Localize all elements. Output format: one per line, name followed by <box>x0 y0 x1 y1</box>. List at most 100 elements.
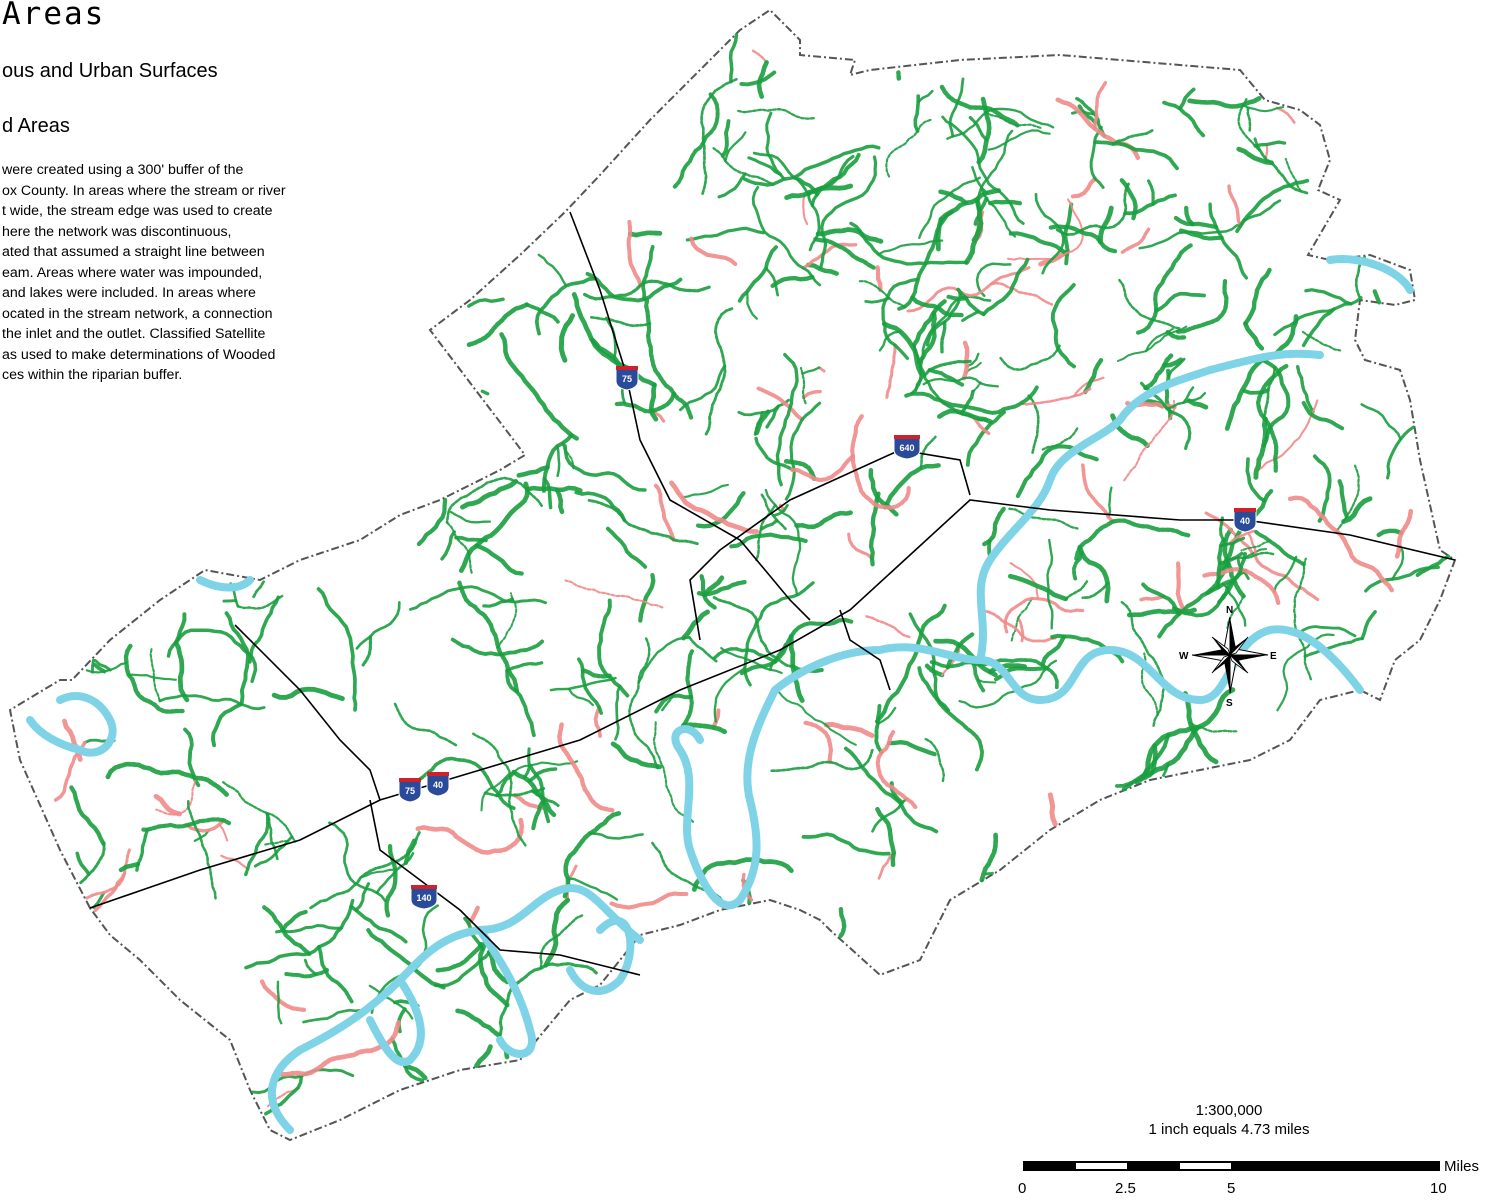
stream-segment <box>628 636 659 770</box>
stream-segment <box>724 131 747 163</box>
water-bodies <box>26 255 1414 1134</box>
stream-segment <box>1008 231 1069 256</box>
legend-wooded: d Areas <box>2 115 70 137</box>
stream-segment <box>754 435 797 473</box>
stream-segment <box>681 609 710 641</box>
stream-segment <box>1187 96 1262 109</box>
stream-segment <box>652 721 695 824</box>
stream-segment <box>729 532 808 549</box>
stream-segment <box>79 841 106 885</box>
stream-segment <box>1070 176 1098 199</box>
stream-segment <box>1081 463 1115 524</box>
stream-segment <box>1165 392 1207 410</box>
stream-segment <box>945 632 975 670</box>
stream-segment <box>958 659 1058 709</box>
stream-segment <box>680 483 730 499</box>
stream-segment <box>91 658 95 674</box>
stream-segment <box>1123 193 1177 216</box>
stream-segment <box>819 155 878 270</box>
scale-unit: Miles <box>1444 1158 1480 1175</box>
stream-segment <box>801 832 891 856</box>
stream-segment <box>1391 545 1405 581</box>
stream-segment <box>984 871 994 876</box>
stream-segment <box>1171 551 1247 618</box>
stream-segment <box>712 147 775 186</box>
stream-segment <box>1360 403 1402 441</box>
stream-segment <box>537 253 568 287</box>
stream-segment <box>1071 551 1084 583</box>
stream-segment <box>511 769 557 818</box>
stream-segment <box>123 643 185 714</box>
stream-segment <box>1189 721 1238 733</box>
stream-segment <box>303 958 318 976</box>
description-line: here the network was discontinuous, <box>2 223 232 240</box>
stream-segment <box>987 129 1051 151</box>
river-segment <box>1326 255 1414 294</box>
shield-number: 140 <box>416 893 431 903</box>
stream-segment <box>1304 288 1353 306</box>
stream-segment <box>1252 528 1306 567</box>
stream-segment <box>1115 773 1153 788</box>
compass-e: E <box>1270 651 1277 662</box>
stream-segment <box>802 720 834 765</box>
stream-segment <box>557 722 615 813</box>
stream-segment <box>802 193 809 226</box>
legend-impervious: ous and Urban Surfaces <box>2 60 218 82</box>
stream-segment <box>316 945 354 1004</box>
stream-segment <box>1219 536 1246 548</box>
stream-segment <box>1064 578 1090 601</box>
stream-segment <box>589 337 657 388</box>
stream-segment <box>940 320 947 354</box>
stream-segment <box>1237 98 1261 152</box>
stream-segment <box>956 287 986 317</box>
stream-segment <box>964 197 984 265</box>
stream-segment <box>713 647 778 664</box>
stream-segment <box>875 264 883 293</box>
stream-segment <box>528 763 551 824</box>
stream-segment <box>416 497 448 547</box>
stream-segment <box>614 685 622 741</box>
description-line: and lakes were included. In areas where <box>2 285 256 301</box>
stream-segment <box>765 111 786 181</box>
stream-segment <box>1077 544 1111 604</box>
interstate-shield-75: 75 <box>398 778 422 803</box>
stream-segment <box>1178 87 1196 111</box>
stream-segment <box>885 118 932 178</box>
river-segment <box>268 884 644 1134</box>
stream-segment <box>1204 511 1320 602</box>
stream-segment <box>542 477 553 510</box>
stream-segment <box>1157 578 1237 639</box>
interstate-shield-75: 75 <box>615 366 639 391</box>
stream-segment <box>711 595 794 669</box>
stream-segment <box>1293 557 1313 681</box>
stream-segment <box>105 761 229 797</box>
stream-segment <box>434 942 484 973</box>
stream-segment <box>173 640 190 703</box>
stream-segment <box>457 580 519 694</box>
stream-segment <box>1175 561 1186 613</box>
stream-segment <box>1138 594 1166 602</box>
stream-segment <box>783 458 817 482</box>
stream-segment <box>979 832 999 883</box>
interstate-road <box>689 449 971 641</box>
stream-segment <box>971 381 982 393</box>
stream-segment <box>85 848 131 900</box>
interstate-road <box>89 499 1456 909</box>
stream-segment <box>1253 416 1269 480</box>
stream-segment <box>999 344 1061 371</box>
stream-segment <box>1312 454 1332 523</box>
stream-segment <box>982 506 1006 547</box>
stream-segment <box>1148 743 1158 778</box>
scale-tick-2-5: 2.5 <box>1115 1180 1136 1197</box>
compass-w: W <box>1179 651 1189 662</box>
stream-segment <box>1146 179 1155 206</box>
stream-segment <box>1341 496 1373 524</box>
stream-segment <box>1236 146 1274 166</box>
stream-segment <box>1041 427 1079 451</box>
stream-segment <box>881 277 919 360</box>
stream-segment <box>218 823 229 842</box>
stream-segment <box>764 266 780 297</box>
stream-segment <box>876 706 897 725</box>
